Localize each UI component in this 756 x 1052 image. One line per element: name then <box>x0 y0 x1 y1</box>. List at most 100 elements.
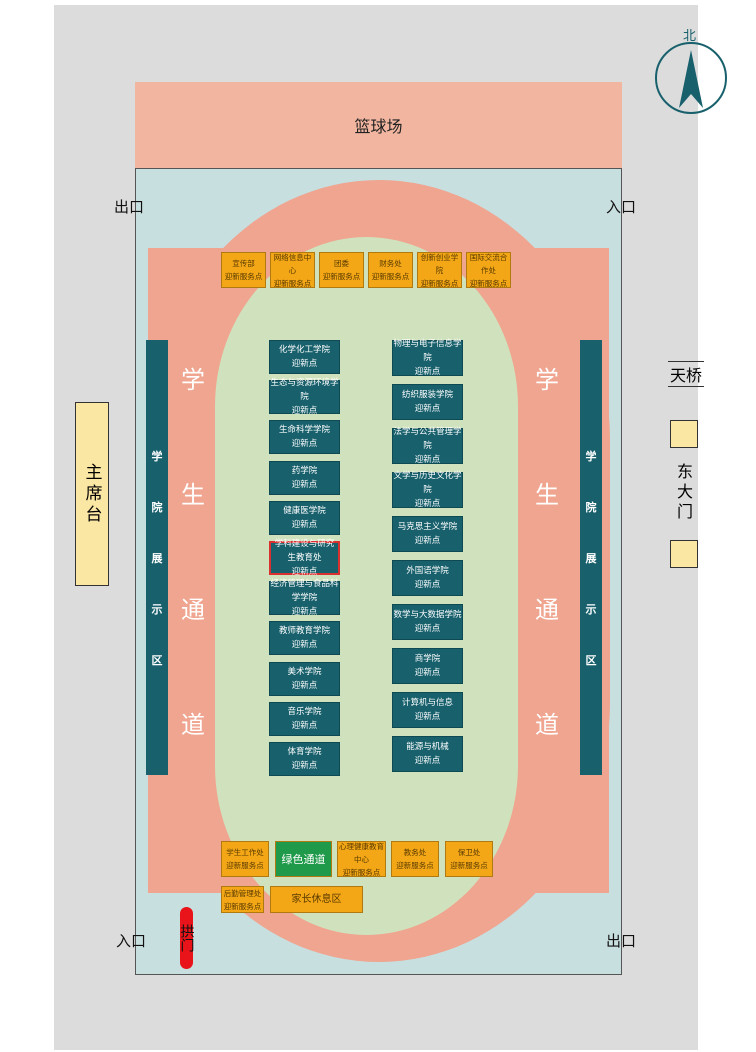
college-welcome-point[interactable]: 学科建设与研究生教育处迎新点 <box>269 539 340 577</box>
east-gate-pillar <box>670 420 698 448</box>
college-welcome-point[interactable]: 商学院迎新点 <box>392 648 463 684</box>
box-text-line: 宣传部 <box>232 259 255 268</box>
box-text-line: 药学院 <box>291 465 318 476</box>
college-welcome-point[interactable]: 音乐学院迎新点 <box>269 701 340 736</box>
box-text-line: 迎新点 <box>414 580 441 590</box>
bottom-service-point[interactable]: 教务处迎新服务点 <box>391 841 439 877</box>
display-area-char: 学 <box>585 449 597 463</box>
college-welcome-point[interactable]: 物理与电子信息学院迎新点 <box>392 339 463 377</box>
box-text-line: 体育学院 <box>287 747 322 757</box>
box-text-line: 迎新服务点 <box>223 901 262 911</box>
box-text-line: 生态与资源环境学院 <box>270 378 339 403</box>
top-service-point[interactable]: 宣传部迎新服务点 <box>221 252 266 288</box>
college-welcome-point[interactable]: 教师教育学院迎新点 <box>269 621 340 656</box>
box-text-line: 创新创业学院 <box>420 252 459 275</box>
box-text-line: 迎新点 <box>414 668 441 678</box>
student-lane-char: 通 <box>535 596 559 624</box>
parent-rest-area[interactable]: 家长休息区 <box>270 886 363 913</box>
basketball-court: 篮球场 <box>135 82 622 168</box>
box-text-line: 文学与历史文化学院 <box>393 471 462 495</box>
top-service-point[interactable]: 创新创业学院迎新服务点 <box>417 252 462 288</box>
college-welcome-point[interactable]: 化学化工学院迎新点 <box>269 340 340 374</box>
box-text-line: 物理与电子信息学院 <box>393 339 462 363</box>
box-text-line: 迎新点 <box>291 640 318 651</box>
student-lane-char: 道 <box>181 711 205 739</box>
box-text-line: 财务处 <box>379 259 402 268</box>
display-area-char: 示 <box>585 602 597 616</box>
main-stage: 主席台 <box>75 402 109 586</box>
display-area-char: 学 <box>151 449 163 463</box>
box-text-line: 迎新服务点 <box>450 861 488 870</box>
box-text-line: 迎新点 <box>414 712 441 722</box>
student-lane-char: 学 <box>535 366 559 394</box>
box-text-line: 绿色通道 <box>281 852 326 866</box>
college-welcome-point[interactable]: 外国语学院迎新点 <box>392 560 463 596</box>
arch-gate: 拱门 <box>179 907 195 969</box>
college-welcome-point[interactable]: 健康医学院迎新点 <box>269 500 340 535</box>
box-text-line: 音乐学院 <box>287 706 322 717</box>
student-lane-right: 学生通道 <box>527 360 567 740</box>
box-text-line: 计算机与信息 <box>401 698 453 708</box>
exit-bottom-right: 出口 <box>606 932 637 950</box>
box-text-line: 教务处 <box>403 848 427 857</box>
bridge-label: 天桥 <box>668 361 705 387</box>
student-lane-char: 生 <box>535 481 559 509</box>
green-channel[interactable]: 绿色通道 <box>275 841 332 877</box>
entry-top-right: 入口 <box>606 198 637 216</box>
top-service-point[interactable]: 团委迎新服务点 <box>319 252 364 288</box>
student-lane-char: 生 <box>181 481 205 509</box>
college-display-area-left: 学院展示区 <box>146 340 168 775</box>
box-text-line: 迎新服务点 <box>371 272 410 281</box>
box-text-line: 法学与公共管理学院 <box>393 427 462 451</box>
college-welcome-point[interactable]: 法学与公共管理学院迎新点 <box>392 427 463 465</box>
box-text-line: 迎新点 <box>414 404 441 414</box>
top-service-point[interactable]: 国际交流合作处迎新服务点 <box>466 252 511 288</box>
box-text-line: 化学化工学院 <box>278 345 330 355</box>
box-text-line: 迎新点 <box>414 756 441 766</box>
college-welcome-point[interactable]: 美术学院迎新点 <box>269 661 340 696</box>
box-text-line: 迎新点 <box>291 439 318 450</box>
college-welcome-point[interactable]: 纺织服装学院迎新点 <box>392 384 463 420</box>
box-text-line: 迎新服务点 <box>224 272 263 281</box>
bottom-service-point[interactable]: 后勤管理处迎新服务点 <box>221 886 264 913</box>
top-service-point[interactable]: 财务处迎新服务点 <box>368 252 413 288</box>
box-text-line: 迎新服务点 <box>322 272 361 281</box>
college-welcome-point[interactable]: 药学院迎新点 <box>269 460 340 495</box>
box-text-line: 迎新服务点 <box>420 278 459 288</box>
east-gate-label: 东大门 <box>677 462 694 521</box>
student-lane-char: 道 <box>535 711 559 739</box>
box-text-line: 美术学院 <box>287 666 322 677</box>
exit-top-left: 出口 <box>114 198 145 216</box>
display-area-char: 展 <box>585 551 597 565</box>
student-lane-char: 通 <box>181 596 205 624</box>
college-welcome-point[interactable]: 生命科学学院迎新点 <box>269 420 340 455</box>
box-text-line: 生命科学学院 <box>278 425 330 436</box>
college-welcome-point[interactable]: 体育学院迎新点 <box>269 742 340 776</box>
box-text-line: 学科建设与研究生教育处 <box>274 539 335 563</box>
college-welcome-point[interactable]: 计算机与信息迎新点 <box>392 692 463 728</box>
box-text-line: 国际交流合作处 <box>469 252 508 275</box>
box-text-line: 经济管理与食品科学学院 <box>270 579 339 604</box>
bottom-service-point[interactable]: 保卫处迎新服务点 <box>445 841 493 877</box>
college-welcome-point[interactable]: 文学与历史文化学院迎新点 <box>392 471 463 509</box>
box-text-line: 迎新点 <box>291 406 318 417</box>
box-text-line: 迎新点 <box>291 607 318 618</box>
college-welcome-point[interactable]: 数学与大数据学院迎新点 <box>392 604 463 640</box>
box-text-line: 迎新点 <box>291 359 318 369</box>
bottom-service-point[interactable]: 心理健康教育中心迎新服务点 <box>337 841 386 877</box>
box-text-line: 健康医学院 <box>283 505 326 516</box>
college-welcome-point[interactable]: 马克思主义学院迎新点 <box>392 516 463 552</box>
display-area-char: 示 <box>151 602 163 616</box>
box-text-line: 迎新点 <box>291 479 318 490</box>
college-welcome-point[interactable]: 能源与机械迎新点 <box>392 736 463 772</box>
box-text-line: 数学与大数据学院 <box>393 610 462 620</box>
box-text-line: 迎新点 <box>291 680 318 691</box>
box-text-line: 保卫处 <box>457 848 481 857</box>
college-welcome-point[interactable]: 生态与资源环境学院迎新点 <box>269 378 340 416</box>
display-area-char: 院 <box>151 500 163 514</box>
student-lane-char: 学 <box>181 366 205 394</box>
box-text-line: 迎新点 <box>414 367 441 377</box>
college-welcome-point[interactable]: 经济管理与食品科学学院迎新点 <box>269 579 340 617</box>
bottom-service-point[interactable]: 学生工作处迎新服务点 <box>221 841 269 877</box>
top-service-point[interactable]: 网络信息中心迎新服务点 <box>270 252 315 288</box>
